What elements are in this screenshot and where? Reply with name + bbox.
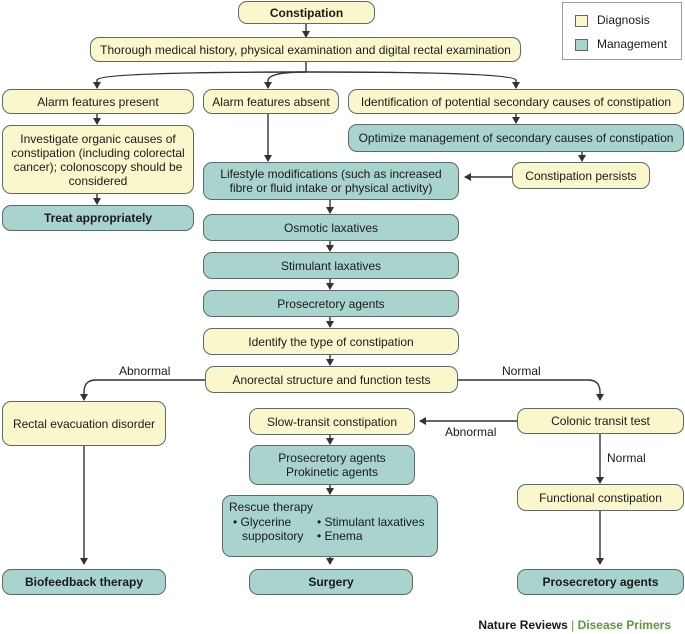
rescue-item-stimulant: • Stimulant laxatives (317, 515, 425, 529)
node-secondary-id: Identification of potential secondary ca… (348, 89, 684, 114)
node-constipation: Constipation (238, 1, 375, 24)
node-rescue-therapy: Rescue therapy • Glycerine suppository •… (222, 495, 438, 557)
edge-label-abnormal-mid: Abnormal (445, 425, 497, 439)
node-prosecretory-prokinetic: Prosecretory agents Prokinetic agents (249, 445, 415, 485)
node-alarm-present: Alarm features present (2, 89, 194, 114)
legend-label-management: Management (597, 37, 668, 51)
footer-series: Disease Primers (577, 618, 671, 632)
legend-label-diagnosis: Diagnosis (597, 13, 650, 27)
footer-brand: Nature Reviews (478, 618, 568, 632)
edge-label-normal-down: Normal (607, 451, 646, 465)
node-surgery: Surgery (249, 569, 413, 595)
node-stimulant: Stimulant laxatives (203, 252, 459, 279)
node-identify-type: Identify the type of constipation (203, 328, 459, 355)
node-slow-transit: Slow-transit constipation (249, 408, 415, 435)
rescue-col-1: • Glycerine suppository (233, 515, 303, 543)
rescue-title: Rescue therapy (229, 500, 314, 514)
node-investigate: Investigate organic causes of constipati… (2, 125, 194, 194)
node-colonic-transit: Colonic transit test (517, 408, 684, 434)
node-prosecretory-prokinetic-line2: Prokinetic agents (285, 465, 379, 479)
node-functional: Functional constipation (517, 484, 684, 511)
rescue-col-2: • Stimulant laxatives • Enema (317, 515, 425, 543)
node-alarm-absent: Alarm features absent (203, 89, 339, 114)
legend-swatch-management (575, 39, 588, 51)
node-prosecretory-prokinetic-line1: Prosecretory agents (278, 451, 386, 465)
rescue-item-glycerine-cont: suppository (242, 529, 304, 543)
node-prosecretory-final: Prosecretory agents (517, 569, 684, 595)
node-prosecretory: Prosecretory agents (203, 290, 459, 317)
rescue-item-glycerine: • Glycerine (233, 515, 292, 529)
node-treat: Treat appropriately (2, 205, 194, 231)
footer-separator: | (571, 618, 575, 632)
node-osmotic: Osmotic laxatives (203, 214, 459, 241)
node-rectal-evac: Rectal evacuation disorder (2, 401, 166, 446)
footer-credit: Nature Reviews | Disease Primers (478, 618, 671, 632)
legend: Diagnosis Management (562, 2, 682, 60)
node-lifestyle: Lifestyle modifications (such as increas… (203, 162, 459, 200)
edge-label-normal-right: Normal (502, 364, 541, 378)
rescue-item-enema: • Enema (317, 529, 363, 543)
node-anorectal: Anorectal structure and function tests (205, 366, 458, 393)
node-history: Thorough medical history, physical exami… (90, 37, 521, 62)
legend-swatch-diagnosis (575, 15, 588, 27)
edge-label-abnormal-left: Abnormal (119, 364, 171, 378)
node-persists: Constipation persists (512, 162, 650, 189)
node-optimize: Optimize management of secondary causes … (348, 124, 684, 152)
node-biofeedback: Biofeedback therapy (2, 569, 166, 595)
